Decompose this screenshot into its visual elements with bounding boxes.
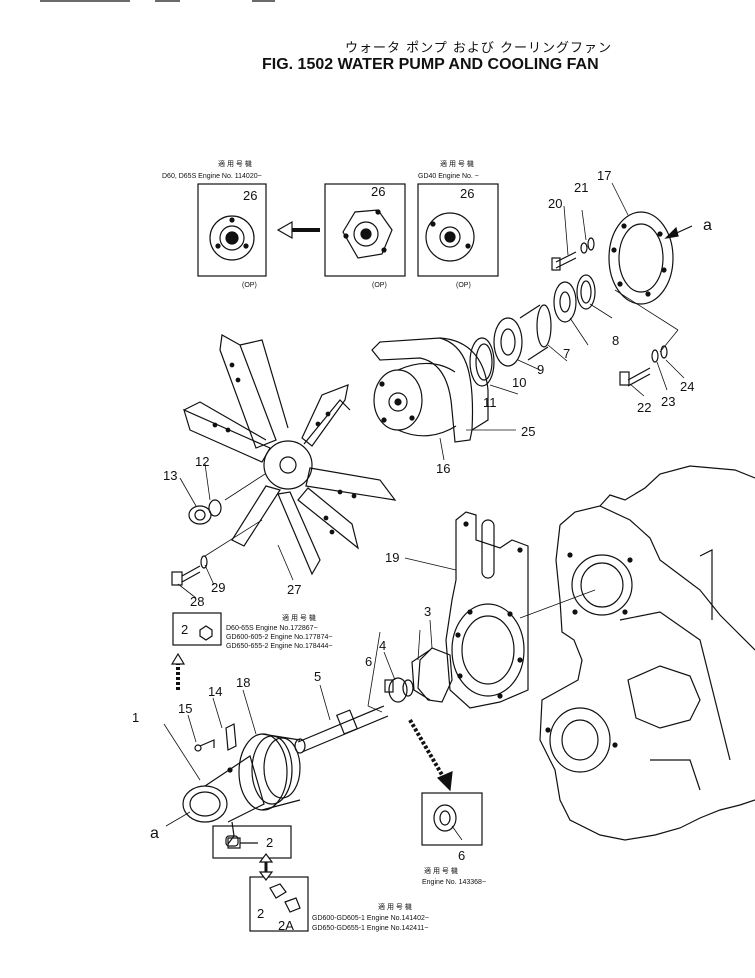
inset-left-header: 適 用 号 機 — [218, 159, 252, 168]
callout-a-right: a — [703, 217, 712, 234]
callout-27: 27 — [287, 582, 301, 597]
callout-1: 1 — [132, 710, 139, 725]
note-part6-text: Engine No. 143368~ — [422, 879, 486, 886]
inset-middle-part-number: 26 — [371, 184, 385, 199]
cover-plate — [608, 211, 674, 305]
note-part2-line-3: GD650-655-2 Engine No.178444~ — [226, 643, 332, 650]
inset-left-op-label: (OP) — [242, 282, 257, 289]
inset-left: 適 用 号 機 D60, D65S Engine No. 114020~ 26 … — [162, 159, 267, 289]
spacer-bracket — [445, 511, 529, 709]
inset-middle-op-label: (OP) — [372, 282, 387, 289]
impeller-shaft — [294, 629, 453, 754]
callout-5: 5 — [314, 669, 321, 684]
note-part2-line-2: GD600-605-2 Engine No.177874~ — [226, 634, 332, 641]
callout-2a: 2A — [278, 918, 294, 933]
inset-arrow — [276, 220, 320, 240]
callout-23: 23 — [661, 394, 675, 409]
note-part6-header: 適 用 号 機 — [424, 866, 458, 875]
callout-2-middle: 2 — [266, 835, 273, 850]
callout-10: 10 — [512, 375, 526, 390]
note-part2a-line-1: GD600-GD605-1 Engine No.141402~ — [312, 915, 429, 922]
detail-boxes — [172, 612, 483, 932]
pump-pulley — [182, 723, 301, 847]
engine-block — [519, 465, 755, 841]
callout-19: 19 — [385, 550, 399, 565]
callout-4: 4 — [379, 638, 386, 653]
note-part2-header: 適 用 号 機 — [282, 613, 316, 622]
inset-right-op-label: (OP) — [456, 282, 471, 289]
callout-13: 13 — [163, 468, 177, 483]
drive-arrows — [170, 652, 453, 792]
callout-15: 15 — [178, 701, 192, 716]
bolts-upper — [551, 225, 693, 387]
inset-right-applicability: GD40 Engine No. ~ — [418, 173, 479, 180]
inset-right-part-number: 26 — [460, 186, 474, 201]
callout-22: 22 — [637, 400, 651, 415]
callout-11: 11 — [483, 395, 497, 410]
callout-numbers: 1 2 2 2 2A 3 4 5 6 6 7 8 9 10 11 12 13 1… — [132, 168, 712, 933]
callout-28: 28 — [190, 594, 204, 609]
callout-a-left: a — [150, 825, 159, 842]
applicability-notes: 2 適 用 号 機 D60-65S Engine No.172867~ GD60… — [226, 613, 486, 932]
fan-fasteners — [171, 473, 266, 586]
inset-left-part-number: 26 — [243, 188, 257, 203]
inset-right: 適 用 号 機 GD40 Engine No. ~ 26 (OP) — [417, 159, 499, 289]
note-part2a-header: 適 用 号 機 — [378, 902, 412, 911]
callout-20: 20 — [548, 196, 562, 211]
callout-6-detail: 6 — [458, 848, 465, 863]
callout-3: 3 — [424, 604, 431, 619]
callout-29: 29 — [211, 580, 225, 595]
callout-9: 9 — [537, 362, 544, 377]
note-part2-line-1: D60-65S Engine No.172867~ — [226, 625, 318, 632]
callout-8: 8 — [612, 333, 619, 348]
callout-2-top: 2 — [181, 622, 188, 637]
callout-2-bottom: 2 — [257, 906, 264, 921]
callout-25: 25 — [521, 424, 535, 439]
inset-right-header: 適 用 号 機 — [440, 159, 474, 168]
title-japanese: ウォータ ポンプ および クーリングファン — [345, 41, 613, 56]
leader-lines — [163, 182, 685, 841]
callout-24: 24 — [680, 379, 694, 394]
callout-14: 14 — [208, 684, 222, 699]
note-part2a-line-2: GD650-GD655-1 Engine No.142411~ — [312, 925, 428, 932]
callout-12: 12 — [195, 454, 209, 469]
callout-17: 17 — [597, 168, 611, 183]
callout-21: 21 — [574, 180, 588, 195]
figure-title: FIG. 1502 WATER PUMP AND COOLING FAN — [262, 56, 599, 73]
callout-6-main: 6 — [365, 654, 372, 669]
callout-16: 16 — [436, 461, 450, 476]
callout-7: 7 — [563, 346, 570, 361]
bearing-stack — [469, 274, 596, 387]
cooling-fan — [183, 334, 397, 576]
callout-18: 18 — [236, 675, 250, 690]
inset-middle: 26 (OP) — [324, 183, 406, 289]
inset-left-applicability: D60, D65S Engine No. 114020~ — [162, 173, 262, 180]
